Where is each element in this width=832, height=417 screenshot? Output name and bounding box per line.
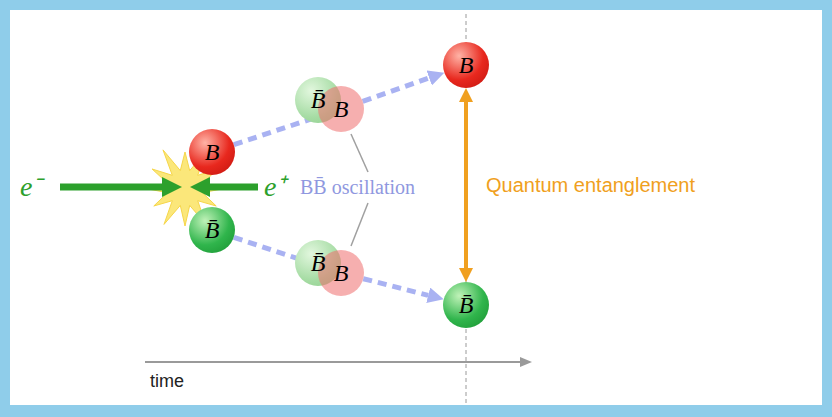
beam-arrowhead bbox=[190, 177, 210, 197]
beam-line bbox=[208, 184, 258, 191]
particle-symbol: B bbox=[334, 261, 349, 285]
particle-label: e⁻ bbox=[20, 172, 41, 203]
flight-path-arrow bbox=[234, 116, 319, 144]
b-meson: B bbox=[443, 42, 489, 88]
particle-symbol: B bbox=[205, 140, 220, 164]
beam-line bbox=[60, 184, 164, 191]
b-meson: B bbox=[189, 129, 235, 175]
particle-label: e⁺ bbox=[264, 172, 285, 203]
leader-line bbox=[351, 203, 368, 246]
leader-line bbox=[351, 134, 368, 172]
particle-symbol: B̄ bbox=[311, 251, 326, 275]
process-label: BB̄ oscillation bbox=[300, 176, 415, 198]
time-axis-arrowhead bbox=[520, 357, 532, 367]
particle-symbol: B̄ bbox=[205, 218, 220, 242]
anti-b-meson: B̄ bbox=[189, 207, 235, 253]
beam-arrowhead bbox=[162, 177, 182, 197]
entanglement-arrow bbox=[464, 102, 468, 268]
particle-symbol: B̄ bbox=[311, 88, 326, 112]
time-axis bbox=[145, 361, 522, 363]
particle-symbol: B bbox=[334, 97, 349, 121]
axis-label: time bbox=[150, 372, 184, 392]
flight-path-arrow bbox=[363, 279, 428, 296]
flight-path-arrow bbox=[363, 78, 430, 101]
anti-b-meson: B̄ bbox=[443, 282, 489, 328]
edge-label: Quantum entanglement bbox=[484, 174, 697, 196]
particle-symbol: B bbox=[459, 53, 474, 77]
background-panel bbox=[10, 10, 822, 405]
particle-symbol: B̄ bbox=[459, 293, 474, 317]
